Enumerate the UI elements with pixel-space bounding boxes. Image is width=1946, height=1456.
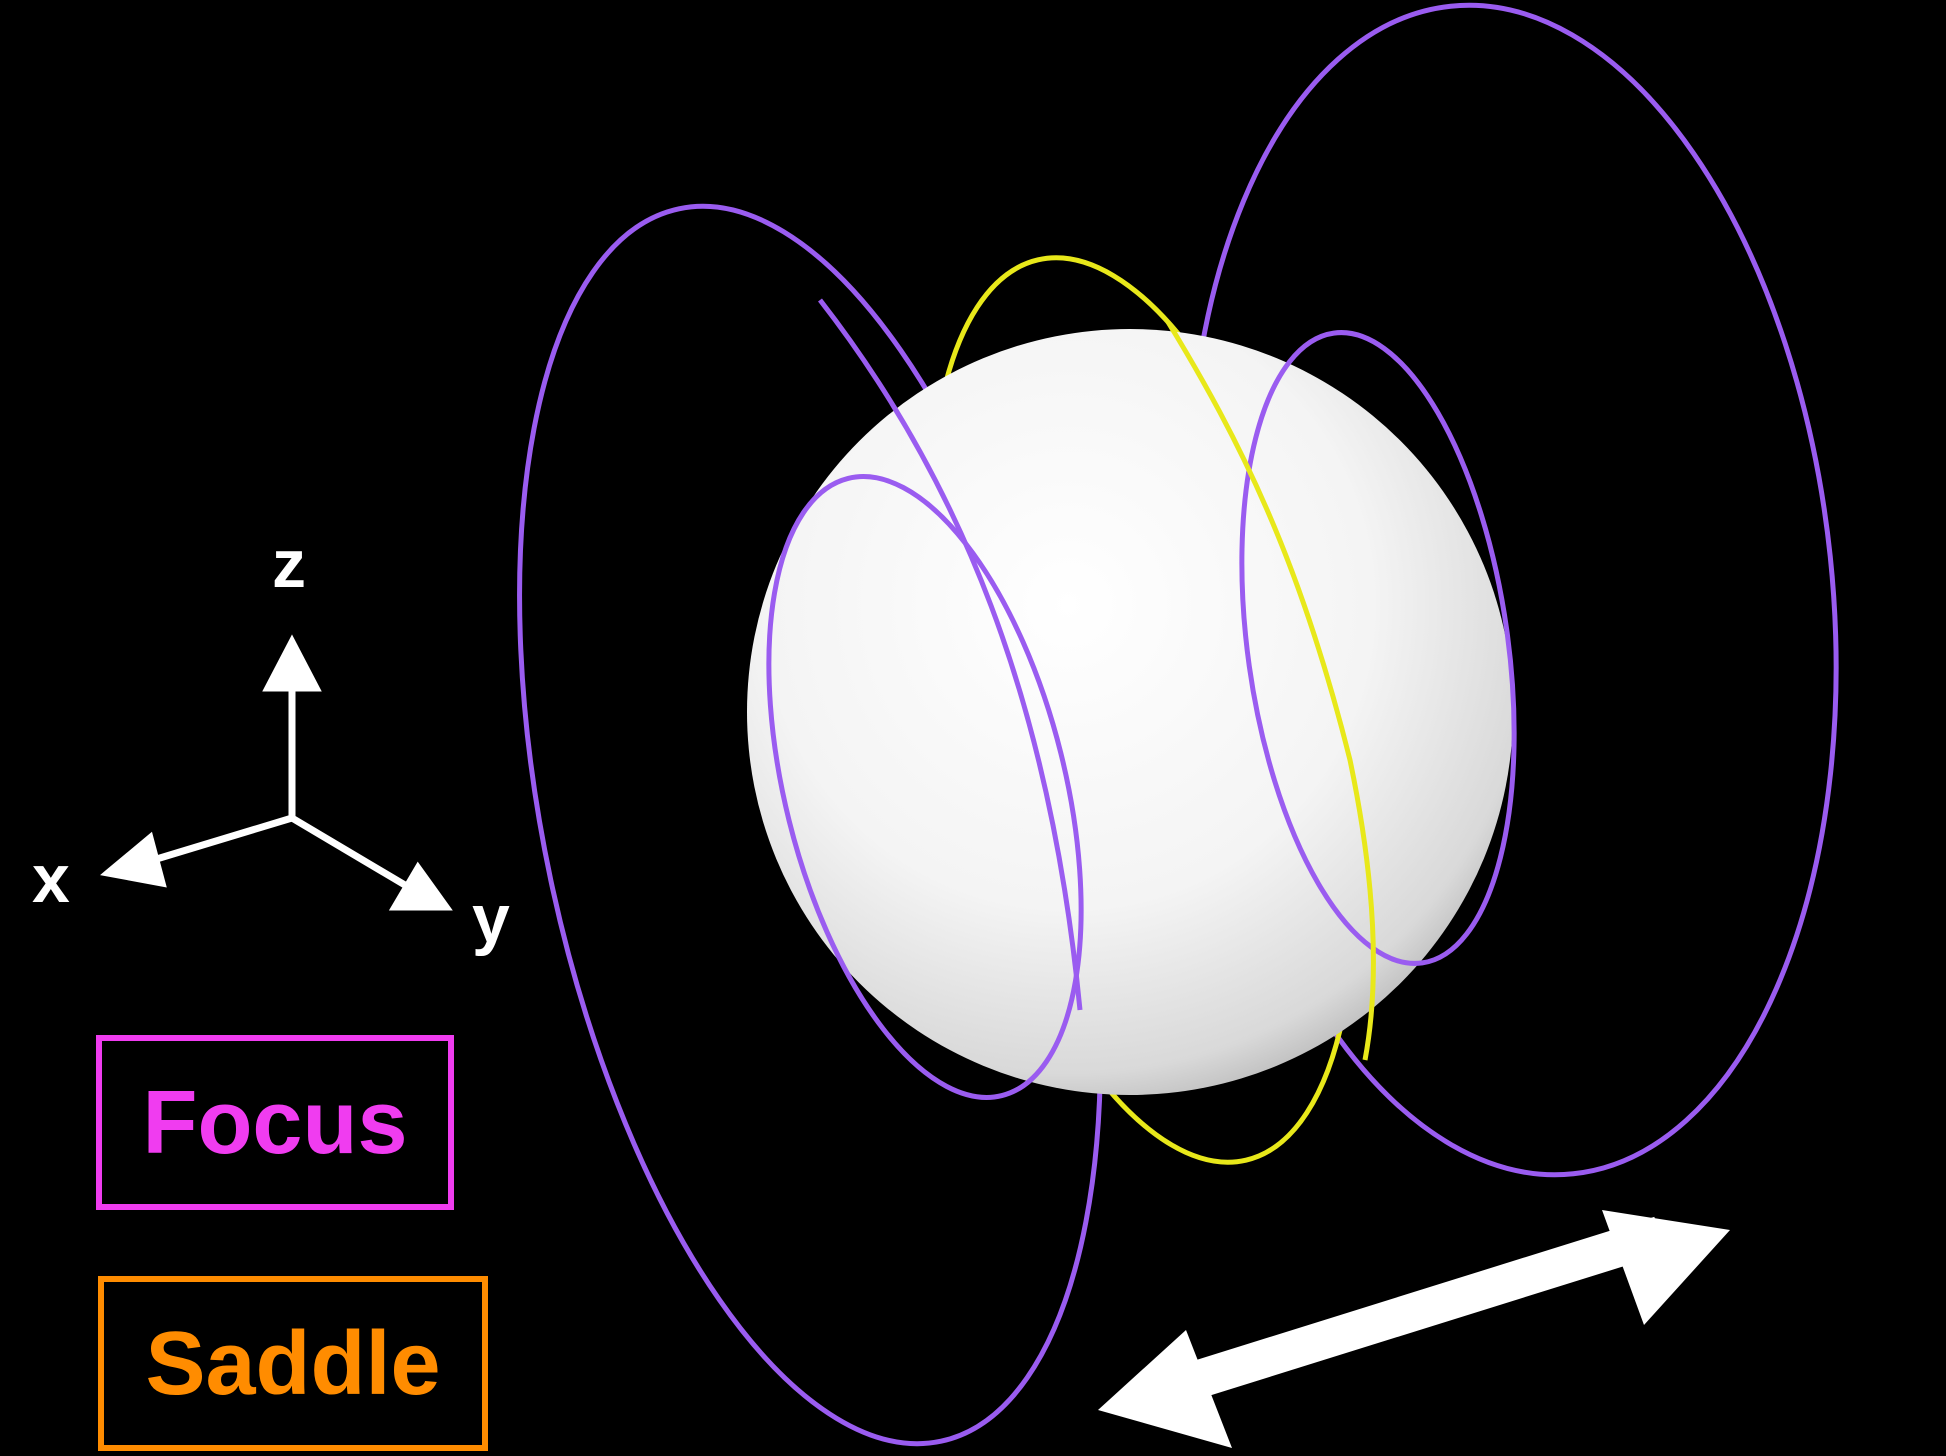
saddle-label: Saddle xyxy=(145,1319,440,1409)
y-axis-label: y xyxy=(472,885,510,953)
y-axis-line xyxy=(292,818,410,888)
double-arrow xyxy=(1098,1210,1730,1448)
z-axis-label: z xyxy=(272,530,306,598)
y-arrowhead xyxy=(395,868,446,907)
x-axis-line xyxy=(150,818,292,861)
double-arrow-right-head xyxy=(1602,1210,1730,1325)
axis-triad xyxy=(108,642,446,907)
z-arrowhead xyxy=(268,642,316,688)
x-arrowhead xyxy=(108,838,162,883)
sphere xyxy=(747,329,1513,1095)
saddle-legend-box: Saddle xyxy=(98,1276,488,1451)
focus-label: Focus xyxy=(142,1078,407,1168)
x-axis-label: x xyxy=(32,845,70,913)
focus-legend-box: Focus xyxy=(96,1035,454,1210)
